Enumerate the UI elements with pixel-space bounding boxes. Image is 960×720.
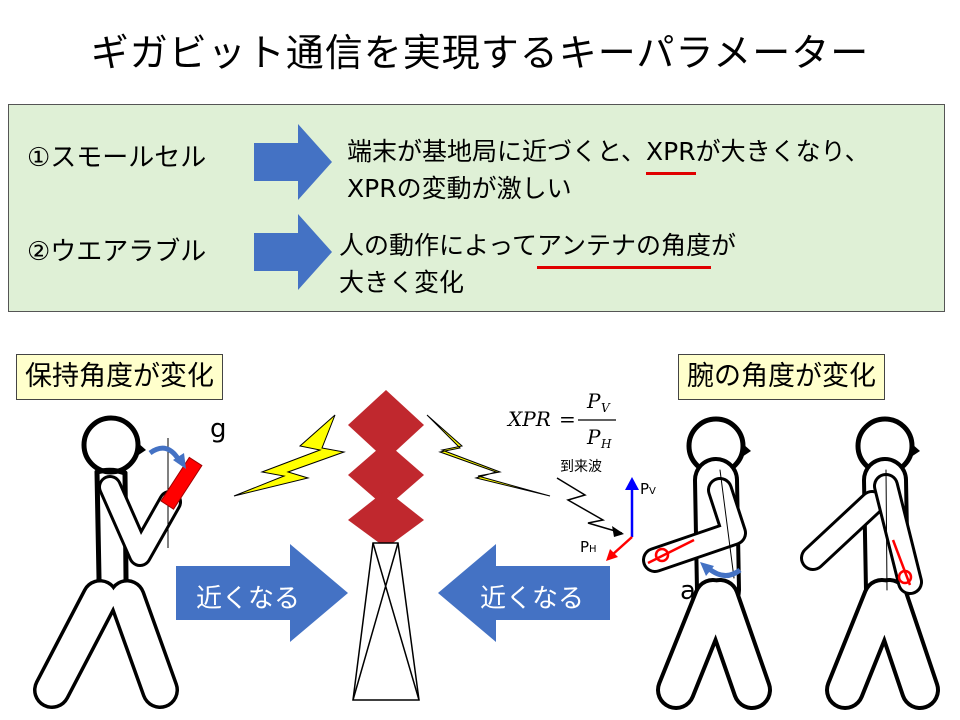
walking-person-icon: [800, 416, 940, 710]
approach-arrow-left-icon: [438, 544, 610, 642]
lightning-bolt-icon: [426, 414, 551, 497]
page-title: ギガビット通信を実現するキーパラメーター: [90, 31, 870, 75]
underlined-term-xpr: XPR: [646, 133, 696, 175]
label-g: g: [210, 414, 227, 444]
wrist-antenna-line: [891, 539, 912, 586]
formula-lhs: XPR: [508, 407, 551, 431]
base-station-icon: [348, 390, 424, 701]
desc-text: 端末が基地局に近づくと、: [347, 137, 647, 166]
arrow-right-icon: [254, 124, 332, 200]
desc-text: XPRの変動が激しい: [347, 174, 572, 203]
incoming-wave-icon: [556, 477, 623, 534]
wrist-antenna-line: [647, 538, 695, 565]
formula-numerator: P: [587, 389, 601, 413]
underlined-term-antenna-angle: アンテナの角度: [537, 227, 712, 269]
item-label-wearable: ②ウエアラブル: [27, 237, 207, 267]
horizontal-polarization-axis: [611, 536, 633, 556]
formula-denominator: P: [587, 425, 601, 449]
ph-label: PH: [580, 538, 597, 556]
tag-arm-angle: 腕の角度が変化: [678, 354, 885, 400]
formula-denominator-sub: H: [601, 437, 612, 451]
desc-text: が大きくなり、: [695, 137, 870, 166]
formula-numerator-sub: V: [601, 401, 610, 415]
phone-icon: [160, 456, 203, 510]
watch-icon: [897, 569, 913, 585]
item-label-small-cell: ①スモールセル: [27, 143, 207, 173]
rotation-arrow-icon: [706, 566, 742, 578]
watch-icon: [654, 547, 670, 563]
walking-person-icon: [33, 415, 182, 709]
desc-text: 人の動作によって: [339, 231, 538, 260]
item-desc-small-cell: 端末が基地局に近づくと、XPRが大きくなり、 XPRの変動が激しい: [347, 133, 870, 207]
walking-person-icon: [642, 416, 772, 710]
desc-text: 大きく変化: [339, 268, 465, 297]
lightning-bolt-icon: [233, 414, 346, 497]
pv-label: PV: [640, 480, 656, 498]
incoming-wave-label: 到来波: [560, 459, 602, 475]
desc-text: が: [711, 231, 737, 260]
formula-equals: =: [559, 407, 576, 431]
arrow-right-icon: [254, 214, 332, 290]
label-a: a: [680, 576, 696, 606]
approach-arrow-right-icon: [176, 544, 348, 642]
tag-holding-angle: 保持角度が変化: [16, 354, 223, 400]
key-parameters-box: ①スモールセル 端末が基地局に近づくと、XPRが大きくなり、 XPRの変動が激し…: [8, 104, 945, 312]
approach-label-left: 近くなる: [196, 584, 301, 614]
item-desc-wearable: 人の動作によってアンテナの角度が 大きく変化: [339, 227, 736, 301]
approach-label-right: 近くなる: [480, 584, 585, 614]
